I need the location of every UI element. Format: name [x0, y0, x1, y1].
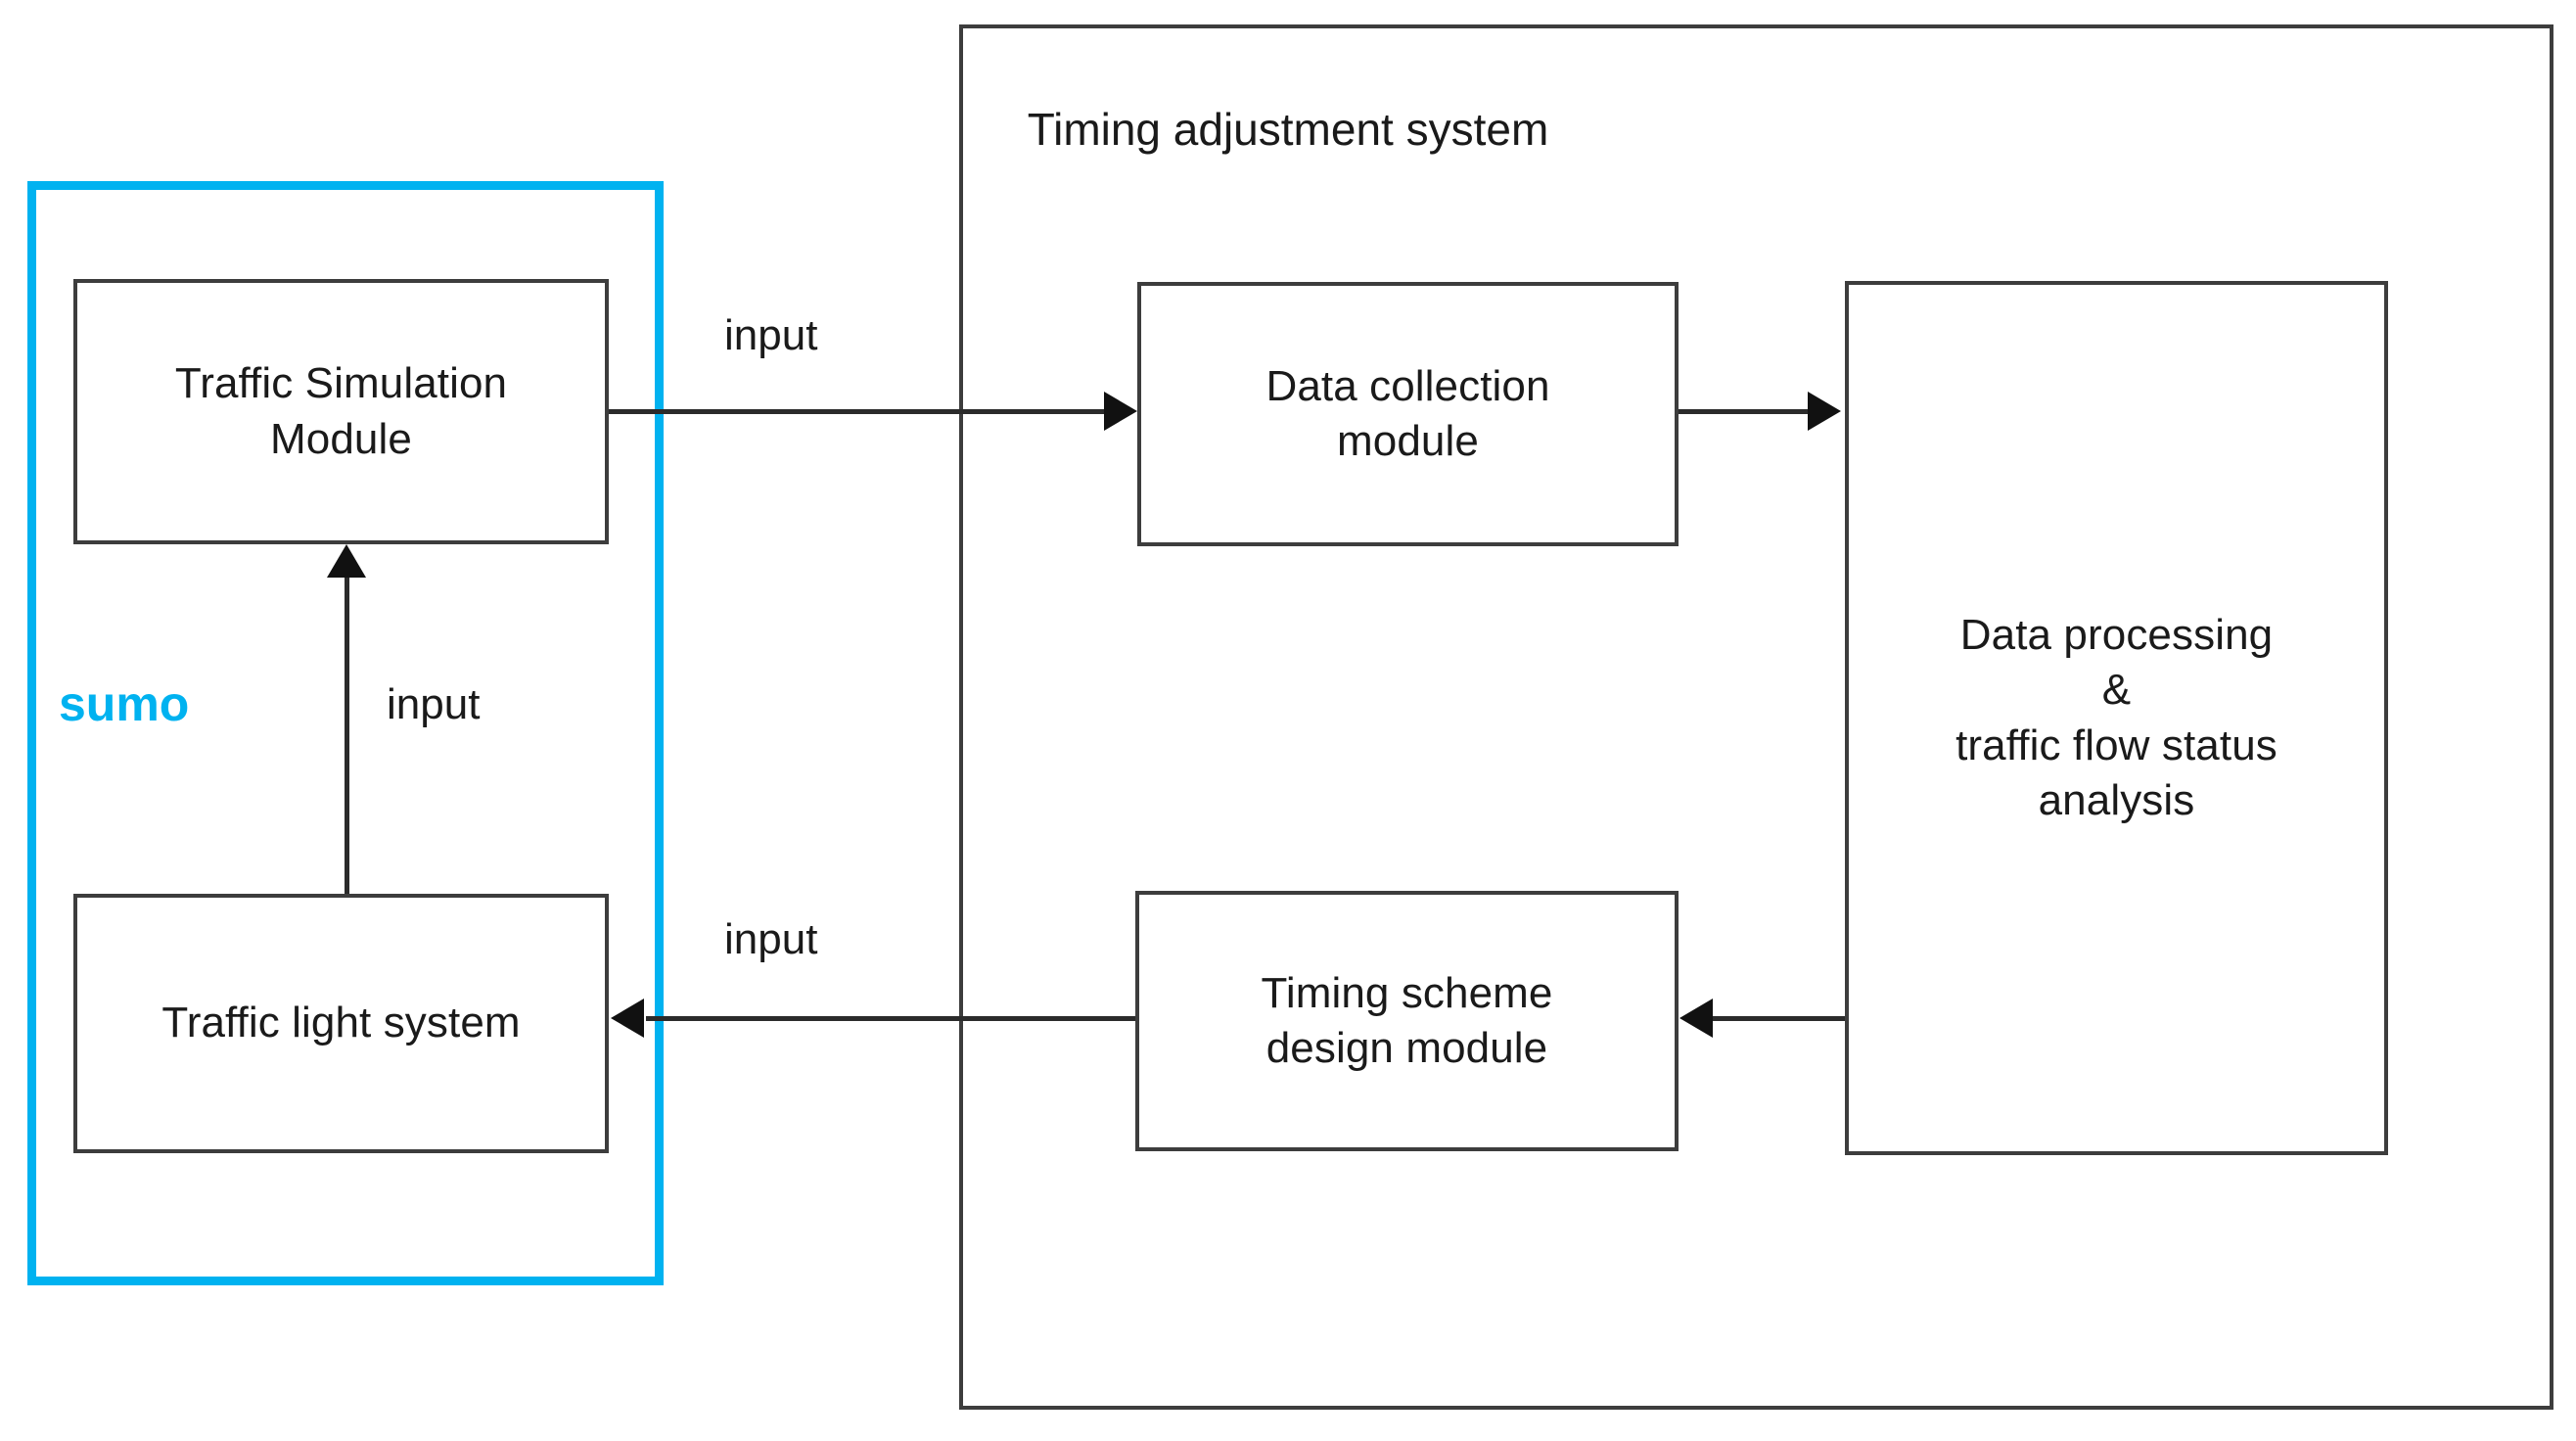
traffic-simulation-module-label: Traffic Simulation Module	[174, 359, 508, 463]
edge-timing-to-trafficlight-line	[646, 1016, 1137, 1021]
traffic-light-system-label: Traffic light system	[161, 999, 521, 1047]
edge-processing-to-timing-line	[1713, 1016, 1850, 1021]
data-processing-module-label: Data processing & traffic flow status an…	[1955, 610, 2277, 824]
sumo-label: sumo	[59, 676, 190, 731]
timing-scheme-design-module-label: Timing scheme design module	[1261, 968, 1553, 1072]
edge-processing-to-timing-arrowhead-icon	[1679, 999, 1713, 1038]
traffic-simulation-module-box[interactable]: Traffic Simulation Module	[73, 279, 609, 544]
edge-simulation-to-collection-line	[607, 409, 1116, 414]
data-collection-module-label: Data collection module	[1265, 361, 1550, 465]
edge-label-input-top: input	[724, 311, 818, 359]
edge-trafficlight-to-simulation-line	[345, 578, 349, 896]
edge-collection-to-processing-line	[1677, 409, 1810, 414]
edge-simulation-to-collection-arrowhead-icon	[1104, 392, 1137, 431]
timing-scheme-design-module-box[interactable]: Timing scheme design module	[1135, 891, 1679, 1151]
timing-adjustment-system-title: Timing adjustment system	[1027, 104, 1549, 155]
edge-collection-to-processing-arrowhead-icon	[1808, 392, 1841, 431]
edge-label-input-bottom: input	[724, 915, 818, 963]
data-collection-module-box[interactable]: Data collection module	[1137, 282, 1679, 546]
edge-timing-to-trafficlight-arrowhead-icon	[611, 999, 644, 1038]
edge-label-input-middle: input	[387, 680, 481, 728]
traffic-light-system-box[interactable]: Traffic light system	[73, 894, 609, 1153]
edge-trafficlight-to-simulation-arrowhead-icon	[327, 544, 366, 578]
data-processing-module-box[interactable]: Data processing & traffic flow status an…	[1845, 281, 2388, 1155]
